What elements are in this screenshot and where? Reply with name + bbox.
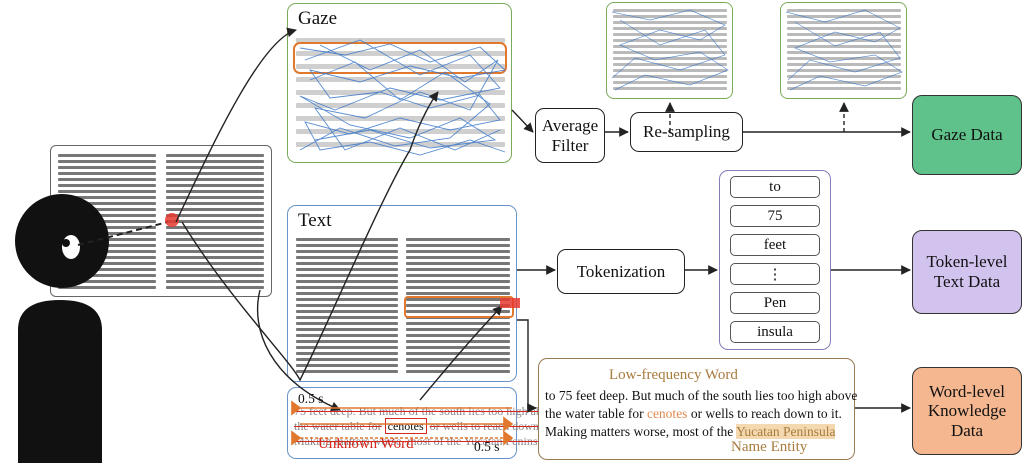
name-entity-word: Yucatan Peninsula xyxy=(736,424,836,439)
token-list-panel xyxy=(719,170,831,350)
token-item: to xyxy=(730,176,820,198)
token-item: 75 xyxy=(730,205,820,227)
reading-detail-panel: 0.5 s 75 feet deep. But much of the sout… xyxy=(287,387,564,459)
knowledge-line-2-start: the water table for xyxy=(545,406,644,421)
token-item: feet xyxy=(730,234,820,256)
token-ellipsis: ⋮ xyxy=(730,263,820,285)
reading-line-1: 75 feet deep. But much of the south lies… xyxy=(294,404,560,418)
gaze-focus-box xyxy=(293,42,507,74)
thumbnail-2-text xyxy=(787,9,901,93)
reading-line-2-end: or wells to reach down to it. xyxy=(429,419,564,433)
time-end-label: 0.5 s xyxy=(474,439,500,454)
knowledge-line-3: Making matters worse, most of the Yucata… xyxy=(545,423,857,441)
reading-line-2: the water table for cenotes or wells to … xyxy=(294,418,564,434)
low-frequency-word: cenotes xyxy=(646,406,688,421)
text-panel: Text xyxy=(287,205,517,382)
thumbnail-1-text xyxy=(613,9,727,93)
gaze-sample-thumbnail-1 xyxy=(606,2,733,99)
knowledge-excerpt: to 75 feet deep. But much of the south l… xyxy=(545,387,857,441)
text-panel-title: Text xyxy=(298,210,332,231)
token-item: insula xyxy=(730,321,820,343)
knowledge-line-2: the water table for cenotes or wells to … xyxy=(545,405,857,423)
unknown-word-label: Unknown Word xyxy=(318,436,414,452)
word-level-knowledge-data-box: Word-level Knowledge Data xyxy=(912,367,1022,455)
knowledge-line-1: to 75 feet deep. But much of the south l… xyxy=(545,388,858,403)
gaze-panel: Gaze xyxy=(287,3,512,163)
knowledge-line-2-end: or wells to reach down to it. xyxy=(690,406,842,421)
text-column-left xyxy=(296,238,398,376)
name-entity-label: Name Entity xyxy=(731,439,808,455)
knowledge-line-3-start: Making matters worse, most of the xyxy=(545,424,734,439)
gaze-sample-thumbnail-2 xyxy=(780,2,907,99)
token-level-text-data-box: Token-level Text Data xyxy=(912,230,1022,314)
gaze-panel-title: Gaze xyxy=(298,8,338,29)
tokenization-box: Tokenization xyxy=(557,249,685,294)
low-frequency-word-label: Low-frequency Word xyxy=(609,367,738,383)
token-item: Pen xyxy=(730,292,820,314)
gaze-data-box: Gaze Data xyxy=(912,95,1022,175)
average-filter-box: Average Filter xyxy=(535,108,605,163)
resampling-box: Re-sampling xyxy=(630,112,743,152)
text-focus-box xyxy=(404,296,514,318)
reading-line-2-start: the water table for xyxy=(294,419,382,433)
unknown-word-highlight: cenotes xyxy=(384,418,427,434)
knowledge-panel: Low-frequency Word to 75 feet deep. But … xyxy=(538,358,857,460)
